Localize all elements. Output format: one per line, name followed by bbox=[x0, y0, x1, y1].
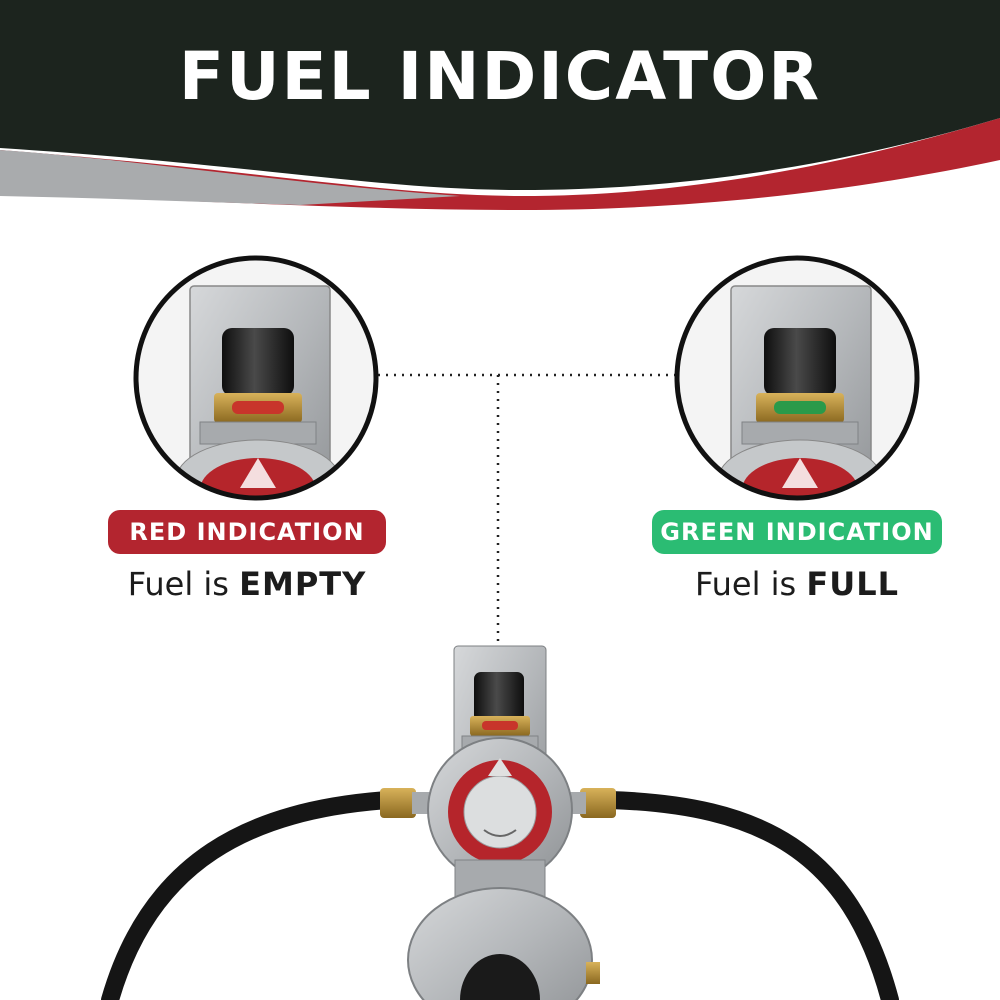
full-status-prefix: Fuel is bbox=[694, 565, 797, 603]
empty-status-prefix: Fuel is bbox=[127, 565, 229, 603]
indicator-cap bbox=[764, 328, 836, 396]
empty-status-text: Fuel is EMPTY bbox=[108, 565, 386, 603]
red-window bbox=[232, 401, 284, 414]
dial-arrow-icon bbox=[240, 458, 276, 488]
green-window bbox=[774, 401, 826, 414]
header-bg bbox=[0, 0, 1000, 190]
connector-lines bbox=[378, 373, 675, 670]
grey-swoosh bbox=[0, 150, 460, 205]
header-banner bbox=[0, 0, 1000, 210]
empty-status-value: EMPTY bbox=[239, 565, 367, 603]
indicator-cap bbox=[222, 328, 294, 396]
green-indication-badge: GREEN INDICATION bbox=[652, 510, 942, 554]
page-title: FUEL INDICATOR bbox=[178, 38, 822, 115]
dial-arrow-icon bbox=[782, 458, 818, 488]
full-zoom-circle bbox=[674, 255, 920, 501]
empty-zoom-circle bbox=[133, 255, 379, 501]
fuel-gauge-icon bbox=[474, 672, 524, 722]
red-indication-badge: RED INDICATION bbox=[108, 510, 386, 554]
full-status-value: FULL bbox=[806, 565, 900, 603]
regulator-icon bbox=[101, 645, 899, 1000]
full-status-text: Fuel is FULL bbox=[652, 565, 942, 603]
